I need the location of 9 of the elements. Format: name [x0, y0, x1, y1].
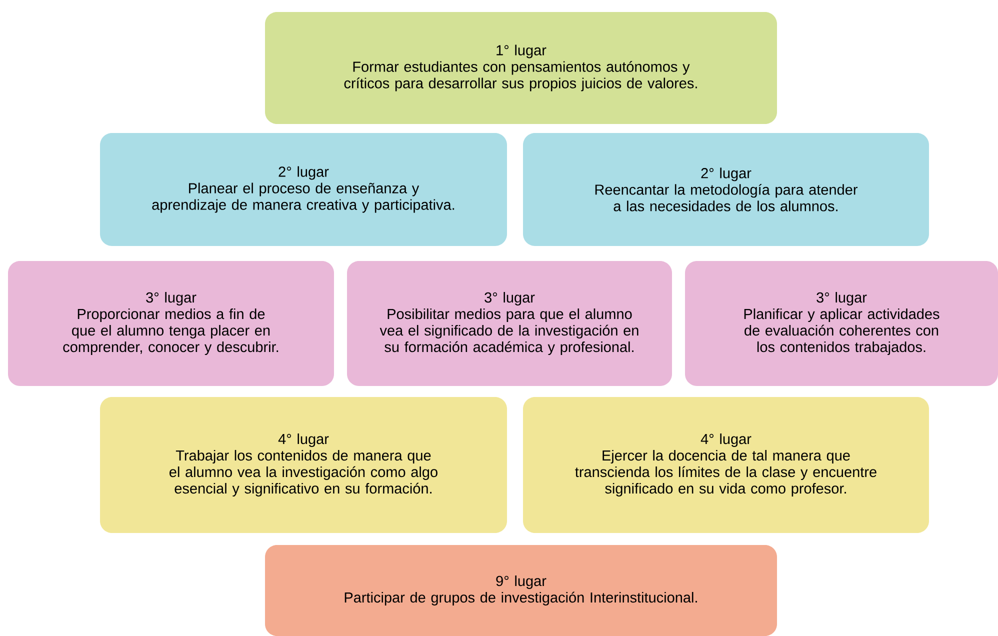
ranking-box: 2° lugar Reencantar la metodología para atender a las necesidades de los alumnos. [523, 132, 929, 246]
ranking-box: 4° lugar Ejercer la docencia de tal manera que transcienda los límites de la clase y encuentre significado en su vida como profesor. [523, 397, 929, 533]
ranking-box: 4° lugar Trabajar los contenidos de manera que el alumno vea la investigación como algo esencial y significativo en su formación. [100, 397, 507, 533]
ranking-box: 3° lugar Proporcionar medios a fin de que el alumno tenga placer en comprender, conocer y descubrir. [8, 260, 334, 386]
ranking-box: 1° lugar Formar estudiantes con pensamientos autónomos y críticos para desarrollar sus propios juicios de valores. [265, 12, 777, 124]
ranking-box: 3° lugar Planificar y aplicar actividades de evaluación coherentes con los contenidos trabajados. [685, 260, 998, 386]
ranking-box: 9° lugar Participar de grupos de investigación Interinstitucional. [265, 544, 777, 636]
ranking-box: 3° lugar Posibilitar medios para que el alumno vea el significado de la investigación en su formación académica y profesional. [347, 260, 672, 386]
ranking-box: 2° lugar Planear el proceso de enseñanza y aprendizaje de manera creativa y participativa. [100, 132, 507, 246]
